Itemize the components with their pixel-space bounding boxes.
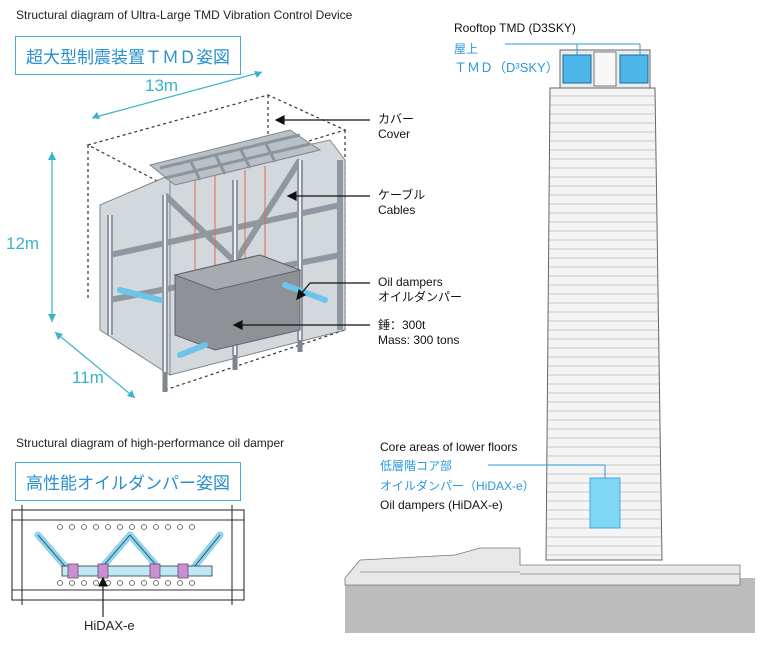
dim-depth-label: 11m: [72, 368, 104, 387]
tmd-caption: Structural diagram of Ultra-Large TMD Vi…: [16, 8, 353, 22]
core-jp-label-2: オイルダンパー（HiDAX-e）: [380, 479, 535, 493]
damper-caption: Structural diagram of high-performance o…: [16, 436, 285, 450]
cover-label: カバー Cover: [378, 112, 414, 142]
dim-height-label: 12m: [6, 234, 40, 253]
rooftop-jp-label-2: ＴＭＤ（D³SKY）: [454, 60, 559, 75]
core-jp-label-1: 低層階コア部: [380, 459, 453, 473]
oil-dampers-label: Oil dampers オイルダンパー: [378, 275, 462, 305]
cover-label-en: Cover: [378, 127, 411, 141]
mass-label: 錘：300t Mass: 300 tons: [378, 318, 459, 348]
cables-label-en: Cables: [378, 203, 416, 217]
cables-label: ケーブル Cables: [378, 188, 425, 218]
mass-label-jp: 錘：300t: [378, 318, 426, 332]
mass-label-en: Mass: 300 tons: [378, 333, 460, 347]
rooftop-en-label: Rooftop TMD (D3SKY): [454, 21, 576, 35]
tmd-jp-title: 超大型制震装置ＴＭＤ姿図: [15, 36, 241, 75]
dim-width-label: 13m: [145, 76, 179, 95]
damper-jp-title: 高性能オイルダンパー姿図: [15, 462, 241, 501]
oil-dampers-label-jp: オイルダンパー: [378, 290, 463, 304]
core-en-label-2: Oil dampers (HiDAX-e): [380, 498, 503, 512]
hidax-label: HiDAX-e: [84, 618, 135, 633]
cover-label-jp: カバー: [378, 112, 415, 126]
core-en-label: Core areas of lower floors: [380, 440, 518, 454]
oil-dampers-label-en: Oil dampers: [378, 275, 443, 289]
rooftop-jp-label-1: 屋上: [454, 42, 479, 56]
cables-label-jp: ケーブル: [378, 188, 426, 202]
